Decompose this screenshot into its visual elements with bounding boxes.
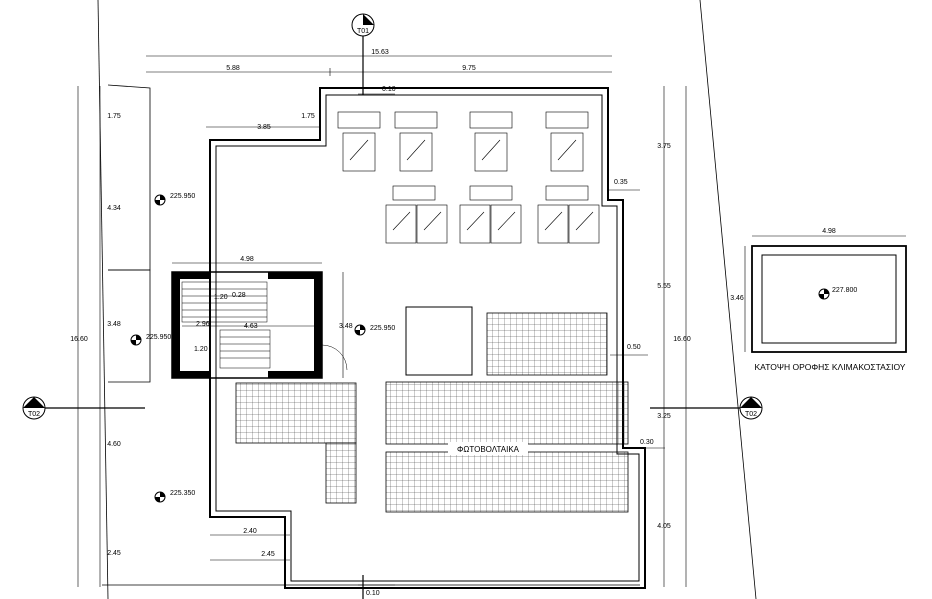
- level-3: 225.950: [370, 325, 395, 332]
- dim-roof-346: 3.46: [730, 295, 744, 302]
- level-1: 225.950: [170, 193, 195, 200]
- dim-bottom-240: 2.40: [243, 528, 257, 535]
- dim-roof-498: 4.98: [822, 228, 836, 235]
- dim-left-460: 4.60: [107, 441, 121, 448]
- dim-right-375: 3.75: [657, 143, 671, 150]
- dim-stair-463: 4.63: [244, 323, 258, 330]
- stair-core: [171, 271, 348, 379]
- dim-right-050: 0.50: [627, 344, 641, 351]
- dim-stair-120a: 1.20: [214, 294, 228, 301]
- dim-bottom-offset: 0.10: [366, 590, 380, 597]
- dim-inner-175: 1.75: [301, 113, 315, 120]
- dim-stair-296: 2.96: [196, 321, 210, 328]
- dim-top-right: 9.75: [462, 65, 476, 72]
- dim-right-555: 5.55: [657, 283, 671, 290]
- level-2: 225.950: [146, 334, 171, 341]
- level-markers: [130, 194, 830, 503]
- dim-left-total: 16.60: [70, 336, 88, 343]
- section-mark-t02-left-text: T02: [28, 411, 40, 418]
- dim-inner-385: 3.85: [257, 124, 271, 131]
- section-lines: [45, 36, 740, 599]
- dim-bottom-245: 2.45: [261, 551, 275, 558]
- roof-plan-title: ΚΑΤΟΨΗ ΟΡΟΦΗΣ ΚΛΙΜΑΚΟΣΤΑΣΙΟΥ: [755, 362, 906, 372]
- dim-left-434: 4.34: [107, 205, 121, 212]
- dim-right-total: 16.60: [673, 336, 691, 343]
- dim-right-030: 0.30: [640, 439, 654, 446]
- dim-stair-498: 4.98: [240, 256, 254, 263]
- section-mark-t02-right: T02: [739, 396, 763, 420]
- section-mark-t01: T01: [351, 13, 375, 37]
- dim-left-175: 1.75: [107, 113, 121, 120]
- photovoltaic-panels: [235, 312, 629, 513]
- dim-top-left: 5.88: [226, 65, 240, 72]
- photovoltaics-label: ΦΩΤΟΒΟΛΤΑΙΚΑ: [457, 445, 520, 454]
- section-mark-t02-right-text: T02: [745, 411, 757, 418]
- stair-roof-plan: [744, 235, 907, 353]
- roof-opening: [405, 306, 473, 376]
- dim-top-total: 15.63: [371, 49, 389, 56]
- hvac-units: [337, 111, 600, 244]
- dim-stair-028: 0.28: [232, 292, 246, 299]
- level-roof: 227.800: [832, 287, 857, 294]
- level-4: 225.350: [170, 490, 195, 497]
- dim-top-offset: 0.10: [382, 86, 396, 93]
- dim-stair-120b: 1.20: [194, 346, 208, 353]
- dim-left-245: 2.45: [107, 550, 121, 557]
- dim-stair-348: 3.48: [339, 323, 353, 330]
- dim-right-035: 0.35: [614, 179, 628, 186]
- dim-left-348: 3.48: [107, 321, 121, 328]
- section-mark-t02-left: T02: [22, 396, 46, 420]
- section-mark-t01-text: T01: [357, 28, 369, 35]
- dim-right-405: 4.05: [657, 523, 671, 530]
- dimension-lines: [77, 55, 687, 587]
- dim-right-325: 3.25: [657, 413, 671, 420]
